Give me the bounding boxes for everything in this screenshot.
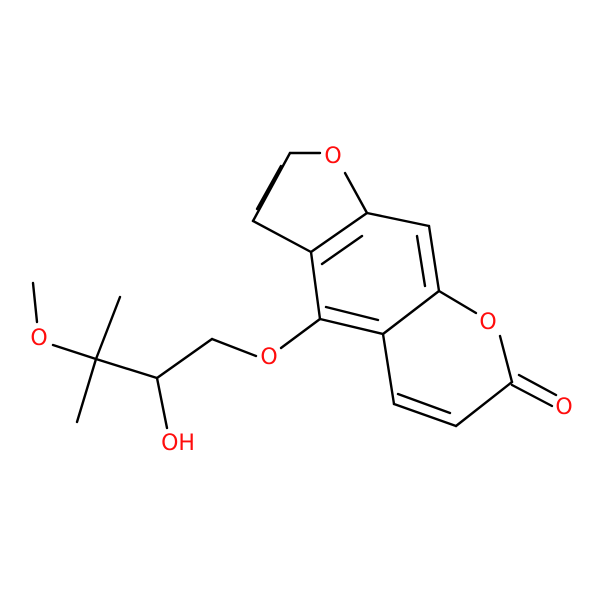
oxygen-methoxy: O bbox=[30, 326, 47, 351]
bond-cq-me2 bbox=[75, 357, 98, 424]
bond-c2-ocarbonyl-a bbox=[510, 383, 554, 408]
bond-choh-cq bbox=[94, 357, 159, 380]
bond-furan-c3-c3a bbox=[251, 219, 313, 254]
bond-oether-ch2 bbox=[210, 337, 258, 358]
bond-c3-c4 bbox=[392, 402, 458, 428]
bond-olactone-c2 bbox=[498, 334, 514, 384]
bond-ch2-choh bbox=[155, 337, 214, 380]
hydroxyl-group: OH bbox=[161, 431, 195, 456]
bond-cq-omethoxy bbox=[51, 343, 98, 361]
bond-c8-c8a-inner bbox=[415, 234, 427, 288]
bond-c2-ocarbonyl-b bbox=[517, 373, 558, 397]
oxygen-carbonyl: O bbox=[555, 395, 572, 420]
bond-c4a-c4 bbox=[318, 317, 385, 336]
bond-cq-me1 bbox=[94, 295, 122, 361]
oxygen-furan: O bbox=[324, 144, 341, 169]
bond-c8-c8a bbox=[427, 224, 441, 293]
bond-c8a-olactone bbox=[437, 289, 478, 315]
bond-c3a-c7a-inner bbox=[320, 234, 364, 266]
bonds bbox=[31, 151, 558, 430]
bond-c2-c3 bbox=[454, 380, 514, 428]
bond-omethoxy-me bbox=[31, 281, 39, 324]
bond-c3-c4-inner bbox=[396, 392, 452, 415]
bond-choh-oh bbox=[155, 376, 169, 430]
bond-c4-oether bbox=[279, 317, 322, 350]
bond-c8a-c4a bbox=[381, 289, 441, 336]
oxygen-lactone: O bbox=[479, 310, 496, 335]
bond-c3a-c7a bbox=[309, 211, 369, 254]
atom-labels: O O O O OH O bbox=[30, 144, 572, 456]
bond-furan-cc-inner bbox=[255, 164, 283, 211]
bond-ofuran-c7a bbox=[343, 171, 369, 215]
bond-c7a-c8 bbox=[365, 211, 431, 228]
bond-furan-cc bbox=[251, 151, 292, 223]
bond-c4a-c4-inner bbox=[324, 305, 380, 322]
bond-c4-c3a bbox=[309, 250, 322, 321]
bond-c4-c4a bbox=[381, 332, 396, 406]
oxygen-ether: O bbox=[260, 345, 277, 370]
